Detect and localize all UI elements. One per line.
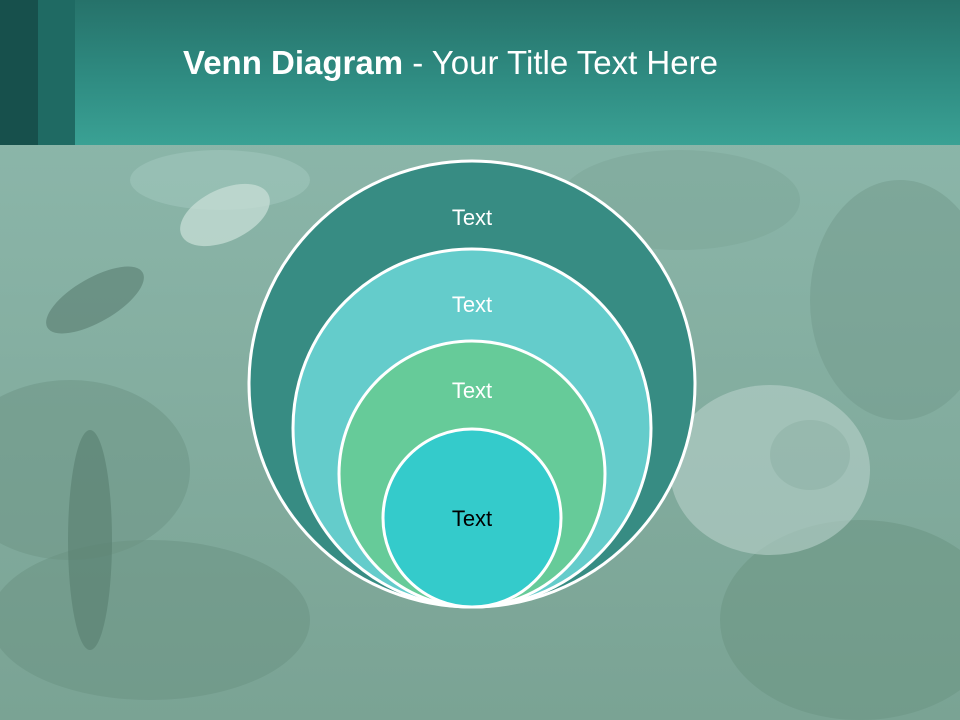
slide-title-bold: Venn Diagram [183,44,404,81]
venn-label-inner: Text [452,506,492,531]
slide-title-rest: - Your Title Text Here [403,44,718,81]
fish-shape [770,420,850,490]
header-accent-stripe [0,0,38,145]
venn-circle-inner[interactable] [381,427,563,609]
fish-shape [68,430,112,650]
venn-label-second: Text [452,292,492,317]
header-accent-stripe [38,0,75,145]
fish-shape [180,183,270,247]
venn-label-outer: Text [452,205,492,230]
fish-shape [46,266,144,334]
slide-title: Venn Diagram - Your Title Text Here [183,40,718,86]
title-bar: Venn Diagram - Your Title Text Here [0,0,960,145]
venn-label-third: Text [452,378,492,403]
